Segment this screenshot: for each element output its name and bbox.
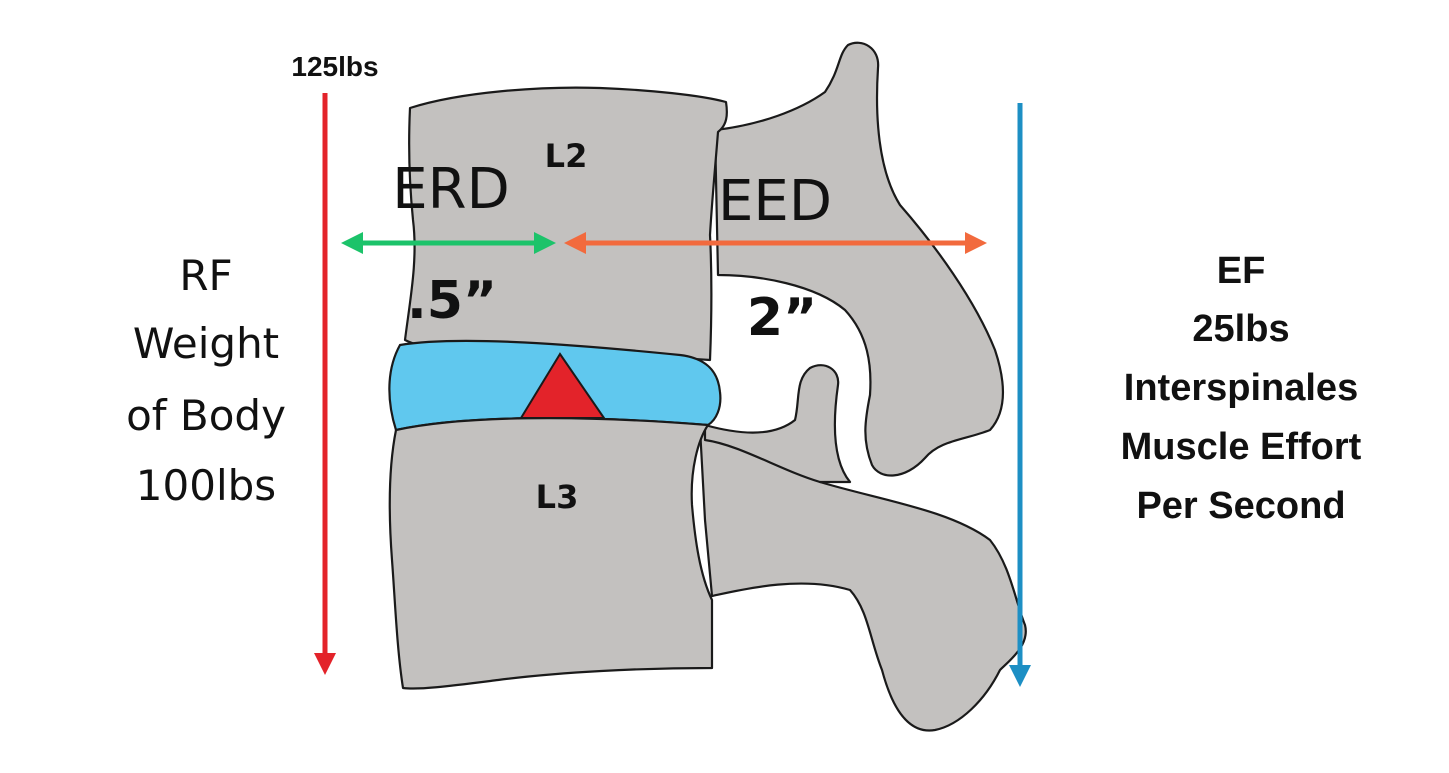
ef-text-block: EF 25lbs Interspinales Muscle Effort Per… — [1121, 250, 1362, 527]
ef-line-2: 25lbs — [1192, 308, 1289, 350]
lower-vertebra-label: L3 — [536, 478, 579, 516]
rf-line-2: Weight — [133, 319, 279, 368]
rf-text-block: RF Weight of Body 100lbs — [126, 251, 286, 510]
l3-superior-articular-process — [703, 364, 852, 484]
erd-label: ERD — [392, 157, 509, 222]
l2-spinous-process — [713, 41, 1005, 477]
eed-label: EED — [718, 169, 832, 234]
l3-vertebral-body — [388, 417, 714, 690]
rf-line-4: 100lbs — [136, 461, 276, 510]
rf-line-3: of Body — [126, 391, 286, 440]
top-weight-label: 125lbs — [291, 51, 378, 82]
ef-line-1: EF — [1217, 250, 1266, 292]
rf-line-1: RF — [179, 251, 232, 300]
ef-line-3: Interspinales — [1124, 367, 1358, 409]
l3-spinous-process — [698, 426, 1027, 732]
ef-line-5: Per Second — [1136, 485, 1345, 527]
upper-vertebra-label: L2 — [545, 137, 588, 175]
erd-distance-label: .5” — [407, 271, 497, 331]
ef-line-4: Muscle Effort — [1121, 426, 1362, 468]
eed-distance-label: 2” — [747, 288, 817, 348]
l2-vertebral-body — [403, 86, 728, 362]
